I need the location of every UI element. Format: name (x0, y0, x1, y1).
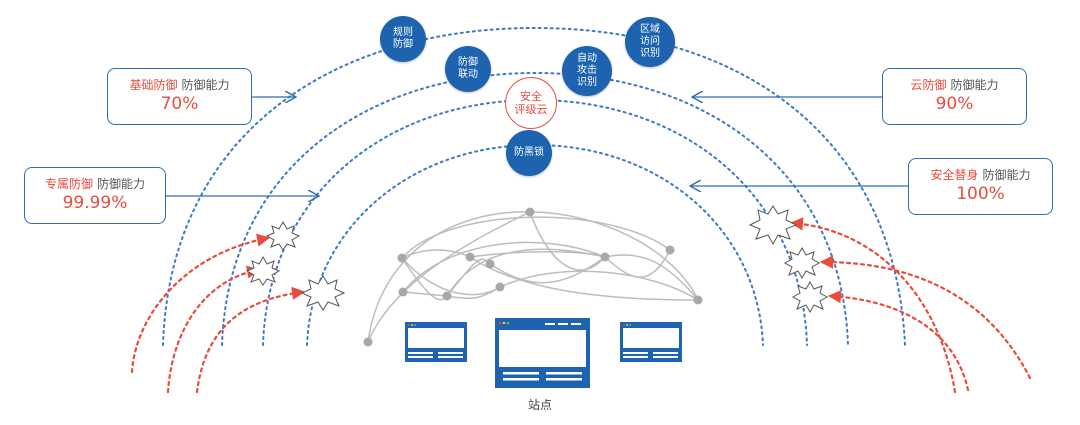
defense-arc-second (221, 71, 849, 346)
site-label: 站点 (528, 398, 553, 412)
auto-attack-identify-node: 自动 攻击 识别 (562, 46, 612, 96)
network-node (363, 337, 373, 347)
substitute-defense-label: 安全替身防御能力 100% (908, 158, 1053, 215)
network-node (442, 291, 452, 301)
defense-caption: 防御能力 (97, 177, 146, 191)
network-mesh (367, 211, 699, 343)
explosion-icon (245, 255, 281, 286)
defense-name: 安全替身 (930, 168, 979, 182)
network-node (485, 259, 495, 269)
network-node (398, 287, 408, 297)
network-node (665, 245, 675, 255)
defense-caption: 防御能力 (950, 78, 999, 92)
defense-caption: 防御能力 (181, 78, 230, 92)
dedicated-defense-label: 专属防御防御能力 99.99% (24, 167, 166, 224)
defense-name: 基础防御 (129, 78, 178, 92)
network-node (600, 252, 610, 262)
explosion-icon (791, 280, 829, 314)
explosion-icons (245, 205, 829, 314)
explosion-icon (265, 220, 301, 251)
network-node (465, 252, 475, 262)
defense-arc-outer (162, 26, 906, 346)
defense-name: 专属防御 (44, 177, 93, 191)
defense-name: 云防御 (910, 78, 947, 92)
attack-path-right (827, 290, 970, 392)
defense-percent: 70% (160, 94, 199, 114)
network-nodes (363, 207, 703, 347)
browser-window-icon (620, 322, 682, 362)
rules-defense-node: 规则 防御 (380, 16, 426, 62)
attack-path-left (195, 286, 306, 394)
defense-percent: 99.99% (62, 193, 128, 213)
network-node (525, 207, 535, 217)
region-access-identify-node: 区域 访问 识别 (625, 17, 675, 67)
explosion-icon (783, 246, 821, 280)
attack-path-right (789, 217, 957, 394)
anti-hacker-lock-node: 防黑锁 (506, 130, 552, 176)
attack-paths (130, 217, 1032, 394)
network-node (397, 253, 407, 263)
linked-defense-node: 防御 联动 (445, 46, 491, 92)
defense-percent: 100% (956, 184, 1005, 204)
explosion-icon (300, 275, 346, 311)
leader-lines (166, 97, 908, 196)
browser-window-icon (495, 318, 590, 388)
attack-path-left (166, 265, 261, 394)
network-node (693, 295, 703, 305)
attack-path-right (819, 255, 1032, 380)
basic-defense-label: 基础防御防御能力 70% (107, 68, 252, 125)
defense-caption: 防御能力 (982, 168, 1031, 182)
browser-window-icon (405, 322, 467, 362)
defense-percent: 90% (935, 94, 974, 114)
network-node (495, 282, 505, 292)
cloud-defense-label: 云防御防御能力 90% (882, 68, 1027, 125)
security-rating-cloud-node: 安全 评级云 (505, 77, 557, 129)
explosion-icon (748, 205, 798, 246)
